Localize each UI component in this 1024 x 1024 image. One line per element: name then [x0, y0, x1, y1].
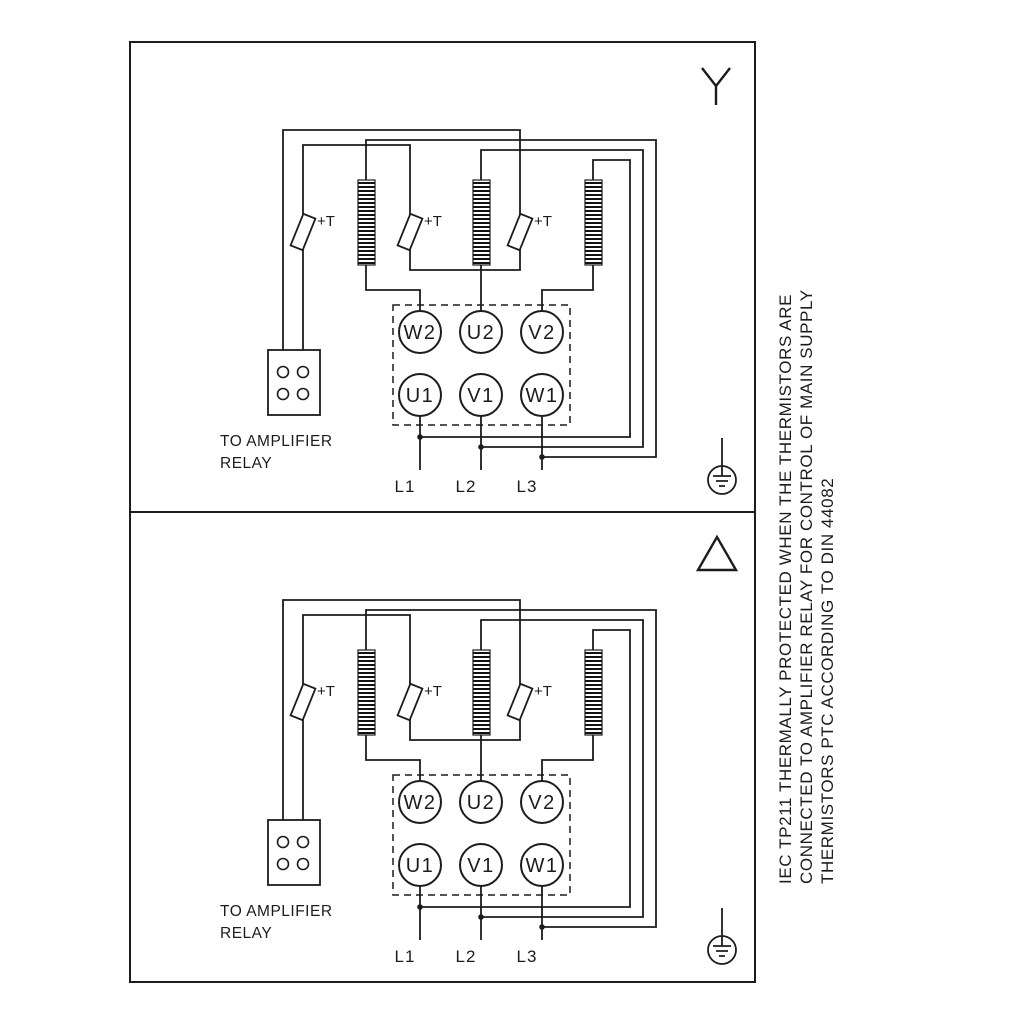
terminal-U2 [459, 780, 503, 824]
earth-ground-symbol [707, 908, 737, 965]
thermistor-1 [289, 682, 317, 722]
thermistor-3-label: +T [534, 213, 552, 230]
terminal-V2 [520, 310, 564, 354]
relay-note-line2: RELAY [220, 455, 272, 472]
junction-dot [417, 434, 423, 440]
relay-pin [276, 835, 290, 849]
delta-symbol [695, 534, 739, 572]
terminal-U2 [459, 310, 503, 354]
terminal-label-u2: U2 [467, 792, 496, 814]
terminal-label-v1: V1 [467, 855, 494, 877]
terminal-W1 [520, 843, 564, 887]
terminal-W2 [398, 310, 442, 354]
side-note-line2: CONNECTED TO AMPLIFIER RELAY FOR CONTROL… [797, 289, 816, 884]
terminal-board-outline [392, 304, 571, 426]
motor-winding-3 [584, 649, 603, 736]
supply-label-l2: L2 [456, 477, 477, 496]
panel-delta: +T +T +T W2 U2 V2 U1 V1 W1 TO AMPLIFIER … [129, 511, 756, 983]
relay-note-line1: TO AMPLIFIER [220, 903, 333, 920]
terminal-label-v2: V2 [528, 792, 555, 814]
star-symbol [701, 67, 731, 105]
thermistor-3-label: +T [534, 683, 552, 700]
terminal-label-v2: V2 [528, 322, 555, 344]
thermistor-1-label: +T [317, 213, 335, 230]
terminal-label-u1: U1 [406, 855, 435, 877]
relay-pin [296, 835, 310, 849]
terminal-label-w1: W1 [526, 855, 559, 877]
junction-dot [539, 924, 545, 930]
motor-winding-2 [472, 179, 491, 266]
relay-pin [276, 387, 290, 401]
supply-label-l1: L1 [395, 477, 416, 496]
terminal-label-v1: V1 [467, 385, 494, 407]
terminal-U1 [398, 843, 442, 887]
relay-pin [276, 365, 290, 379]
motor-winding-1 [357, 649, 376, 736]
thermistor-2 [396, 212, 424, 252]
motor-winding-3 [584, 179, 603, 266]
earth-ground-symbol [707, 438, 737, 495]
thermistor-2 [396, 682, 424, 722]
relay-note-line2: RELAY [220, 925, 272, 942]
terminal-label-w1: W1 [526, 385, 559, 407]
junction-dot [539, 454, 545, 460]
relay-connector [267, 819, 321, 886]
supply-label-l3: L3 [517, 947, 538, 966]
terminal-label-w2: W2 [404, 792, 437, 814]
panel-star: +T +T +T W2 U2 V2 U1 V1 W1 TO AMPLIFIER … [129, 41, 756, 513]
supply-label-l2: L2 [456, 947, 477, 966]
terminal-board-outline [392, 774, 571, 896]
junction-dot [417, 904, 423, 910]
panel-delta-border [129, 511, 756, 983]
thermistor-2-label: +T [424, 213, 442, 230]
thermistor-2-label: +T [424, 683, 442, 700]
terminal-V1 [459, 373, 503, 417]
junction-dot [478, 914, 484, 920]
junction-dot [478, 444, 484, 450]
side-note-line3: THERMISTORS PTC ACCORDING TO DIN 44082 [818, 478, 837, 884]
terminal-label-w2: W2 [404, 322, 437, 344]
supply-label-l3: L3 [517, 477, 538, 496]
side-note: IEC TP211 THERMALLY PROTECTED WHEN THE T… [776, 289, 837, 884]
thermistor-3 [506, 212, 534, 252]
relay-connector [267, 349, 321, 416]
thermistor-1 [289, 212, 317, 252]
motor-winding-1 [357, 179, 376, 266]
relay-pin [276, 857, 290, 871]
relay-pin [296, 857, 310, 871]
terminal-W1 [520, 373, 564, 417]
side-note-line1: IEC TP211 THERMALLY PROTECTED WHEN THE T… [776, 294, 795, 884]
relay-note-line1: TO AMPLIFIER [220, 433, 333, 450]
terminal-label-u2: U2 [467, 322, 496, 344]
supply-label-l1: L1 [395, 947, 416, 966]
terminal-V1 [459, 843, 503, 887]
motor-winding-2 [472, 649, 491, 736]
relay-pin [296, 365, 310, 379]
terminal-label-u1: U1 [406, 385, 435, 407]
terminal-U1 [398, 373, 442, 417]
thermistor-1-label: +T [317, 683, 335, 700]
terminal-W2 [398, 780, 442, 824]
terminal-V2 [520, 780, 564, 824]
thermistor-3 [506, 682, 534, 722]
relay-pin [296, 387, 310, 401]
